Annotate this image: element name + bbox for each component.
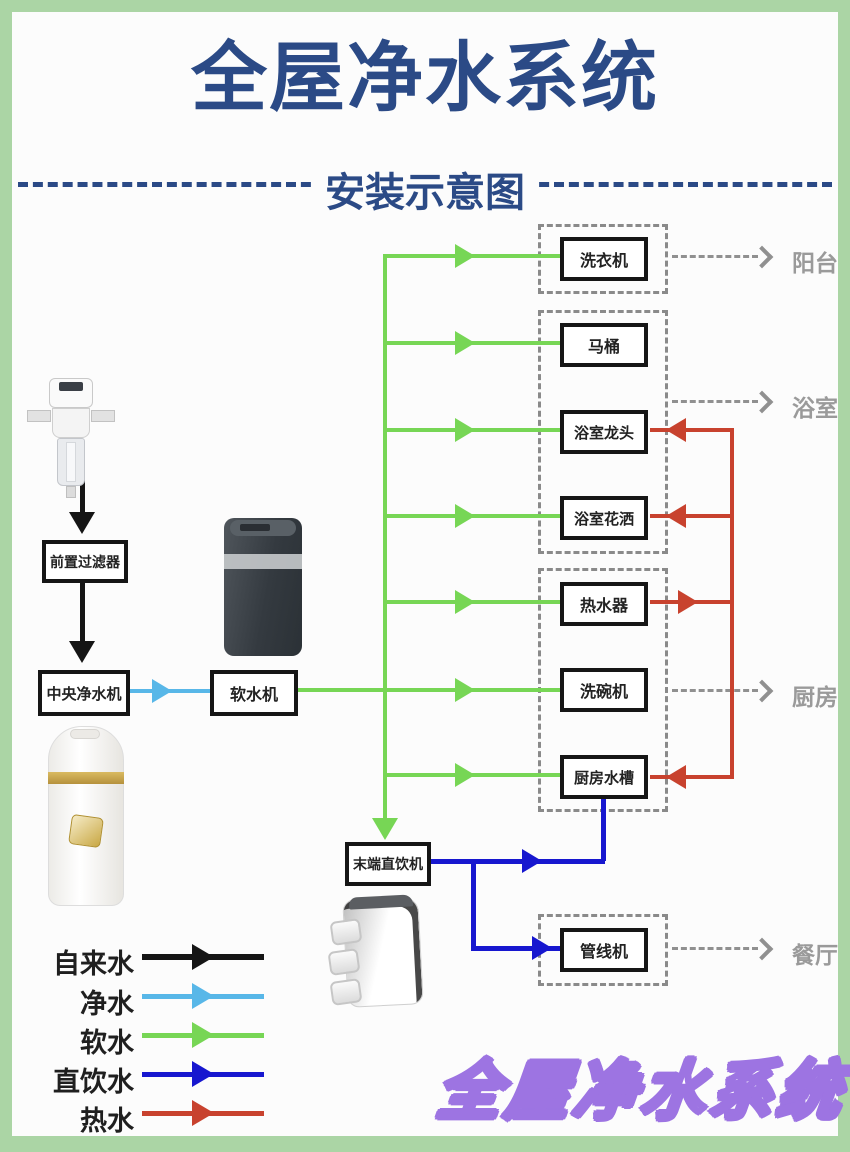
- room-label-kitchen: 厨房: [792, 684, 838, 710]
- watermark: 全屋净水系统: [432, 1053, 850, 1129]
- room-label-balcony: 阳台: [792, 250, 838, 276]
- legend-label-soft: 软水: [80, 1028, 134, 1058]
- hot-branch-faucet: [650, 428, 734, 432]
- box-kitchen-sink: 厨房水槽: [560, 755, 648, 799]
- soft-arrow-down-terminal: [372, 818, 398, 840]
- central-purifier-product-image: [48, 726, 124, 906]
- prefilter-product-image: [25, 378, 117, 503]
- box-washing-machine: 洗衣机: [560, 237, 648, 281]
- softener-product-image: [224, 518, 302, 656]
- box-toilet: 马桶: [560, 323, 648, 367]
- legend-label-purified: 净水: [80, 989, 134, 1019]
- box-bath-shower: 浴室花洒: [560, 496, 648, 540]
- tap-line-2: [80, 583, 85, 643]
- soft-branch-dishwasher: [298, 688, 560, 692]
- hot-branch-sink: [650, 775, 734, 779]
- legend-label-tap: 自来水: [53, 949, 134, 979]
- drink-line-to-pipeline: [471, 946, 560, 951]
- drink-drop-line: [471, 861, 476, 949]
- soft-trunk-line: [383, 254, 387, 820]
- legend-label-drinking: 直饮水: [53, 1067, 134, 1097]
- subtitle: 安装示意图: [313, 160, 537, 218]
- soft-arrow-faucet: [455, 418, 475, 442]
- box-bath-faucet: 浴室龙头: [560, 410, 648, 454]
- legend-label-hot: 热水: [80, 1106, 134, 1136]
- soft-arrow-toilet: [455, 331, 475, 355]
- soft-arrow-sink: [455, 763, 475, 787]
- hot-arrow-sink: [666, 765, 686, 789]
- legend-arrow-hot: [192, 1100, 214, 1126]
- legend-arrow-soft: [192, 1022, 214, 1048]
- dining-dashed-line: [672, 947, 758, 950]
- soft-arrow-washer: [455, 244, 475, 268]
- box-water-heater: 热水器: [560, 582, 648, 626]
- subtitle-row: 安装示意图: [18, 160, 832, 218]
- room-label-dining: 餐厅: [792, 942, 838, 968]
- kitchen-dashed-line: [672, 689, 758, 692]
- tap-arrow-down-1: [69, 512, 95, 534]
- box-terminal-purifier: 末端直饮机: [345, 842, 431, 886]
- box-dishwasher: 洗碗机: [560, 668, 648, 712]
- drink-arrow-pipeline: [532, 936, 552, 960]
- box-prefilter: 前置过滤器: [42, 540, 128, 583]
- box-pipeline-machine: 管线机: [560, 928, 648, 972]
- purified-arrow-right: [152, 679, 172, 703]
- room-label-bathroom: 浴室: [792, 395, 838, 421]
- page-title: 全屋净水系统: [191, 36, 659, 121]
- legend-arrow-purified: [192, 983, 214, 1009]
- tap-arrow-down-2: [69, 641, 95, 663]
- drink-arrow-sink: [522, 849, 542, 873]
- hot-branch-shower: [650, 514, 734, 518]
- soft-arrow-dishwasher: [455, 678, 475, 702]
- legend-arrow-tap: [192, 944, 214, 970]
- drink-riser-sink: [601, 799, 606, 861]
- balcony-dashed-line: [672, 255, 758, 258]
- terminal-purifier-product-image: [327, 894, 431, 1014]
- hot-arrow-shower: [666, 504, 686, 528]
- drink-line-to-sink: [431, 859, 605, 864]
- bathroom-dashed-line: [672, 400, 758, 403]
- group-balcony: [538, 224, 668, 294]
- hot-arrow-heater-out: [678, 590, 698, 614]
- hot-arrow-faucet: [666, 418, 686, 442]
- box-softener: 软水机: [210, 670, 298, 716]
- soft-arrow-shower: [455, 504, 475, 528]
- legend-arrow-drinking: [192, 1061, 214, 1087]
- box-central-purifier: 中央净水机: [38, 670, 130, 716]
- soft-arrow-heater: [455, 590, 475, 614]
